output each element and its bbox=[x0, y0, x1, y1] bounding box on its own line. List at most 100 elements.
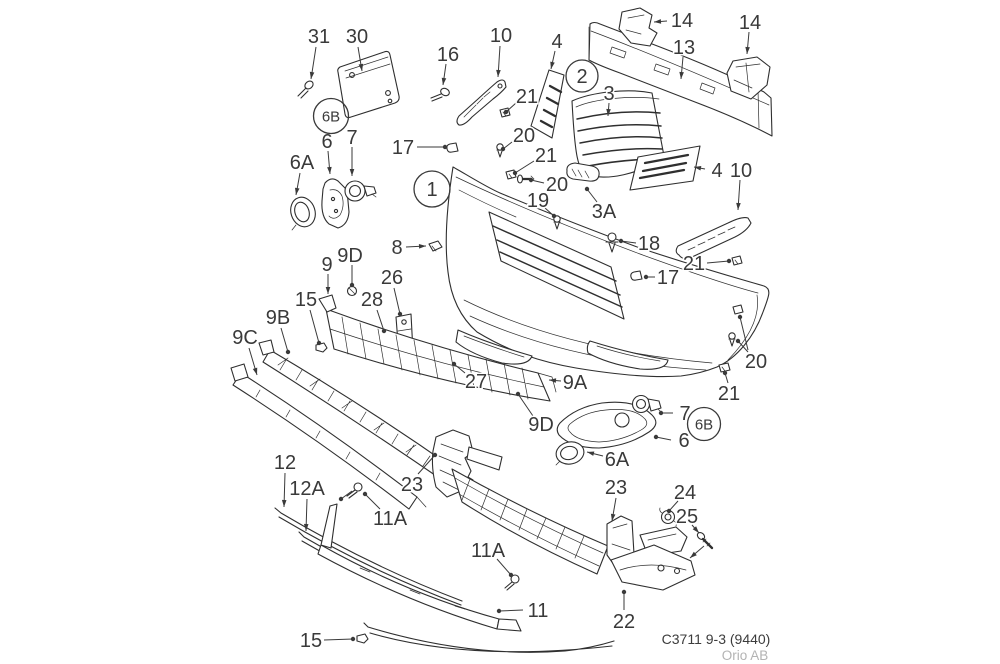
callout-3A[interactable]: 3A bbox=[590, 200, 618, 225]
part-clip-15-upper bbox=[315, 342, 328, 353]
callout-6Ab[interactable]: 6A bbox=[603, 448, 631, 473]
callout-7b[interactable]: 7 bbox=[678, 402, 692, 427]
part-clip-21-d bbox=[718, 362, 731, 373]
leader-dot bbox=[508, 572, 514, 578]
callout-13[interactable]: 13 bbox=[671, 36, 696, 61]
leader-line bbox=[498, 609, 524, 612]
callout-31[interactable]: 31 bbox=[306, 25, 331, 50]
callout-6b[interactable]: 6 bbox=[677, 429, 691, 454]
callout-20b[interactable]: 20 bbox=[544, 173, 569, 198]
part-trim-strip-12 bbox=[274, 507, 463, 606]
callout-9C[interactable]: 9C bbox=[231, 326, 260, 351]
callout-11Ab[interactable]: 11A bbox=[469, 539, 507, 564]
callout-7t[interactable]: 7 bbox=[345, 126, 359, 151]
callout-14a[interactable]: 14 bbox=[669, 9, 694, 34]
part-energy-absorber bbox=[318, 294, 557, 402]
leader-dot bbox=[551, 213, 557, 219]
callout-4a[interactable]: 4 bbox=[550, 30, 564, 55]
brand-name: Orio AB bbox=[722, 648, 769, 663]
callout-28[interactable]: 28 bbox=[359, 288, 384, 313]
callout-6B[interactable]: 6B bbox=[693, 415, 714, 435]
callout-6t[interactable]: 6 bbox=[320, 130, 334, 155]
callout-17b[interactable]: 17 bbox=[655, 266, 680, 291]
callout-15a[interactable]: 15 bbox=[293, 288, 318, 313]
part-license-plate-bracket bbox=[337, 50, 400, 119]
leader-dot bbox=[512, 170, 518, 176]
callout-9B[interactable]: 9B bbox=[264, 306, 291, 331]
callout-circle-2[interactable] bbox=[565, 59, 599, 93]
callout-21c[interactable]: 21 bbox=[681, 252, 706, 277]
leader-arrowhead bbox=[550, 61, 555, 69]
part-bumper-cover bbox=[445, 166, 770, 378]
callout-10b[interactable]: 10 bbox=[728, 159, 753, 184]
callout-circle-6B[interactable] bbox=[686, 406, 722, 442]
part-bracket-14-left bbox=[618, 7, 658, 47]
part-air-vent-grille-right bbox=[629, 145, 701, 191]
callout-9[interactable]: 9 bbox=[320, 253, 334, 278]
leader-arrowhead bbox=[690, 551, 697, 558]
leader-arrowhead bbox=[679, 71, 684, 79]
part-mudflap-22 bbox=[610, 544, 696, 591]
part-fog-bezel-6-right bbox=[556, 401, 657, 449]
leader-lines bbox=[248, 19, 750, 642]
callout-24[interactable]: 24 bbox=[672, 481, 697, 506]
callout-16[interactable]: 16 bbox=[435, 43, 460, 68]
callout-circle-1[interactable] bbox=[413, 170, 451, 208]
callout-9Da[interactable]: 9D bbox=[336, 244, 365, 269]
callout-27[interactable]: 27 bbox=[463, 370, 488, 395]
leader-dot bbox=[316, 340, 322, 346]
leader-dot bbox=[618, 238, 624, 244]
callout-21a[interactable]: 21 bbox=[514, 85, 539, 110]
callout-6B[interactable]: 6B bbox=[320, 107, 341, 127]
leader-arrowhead bbox=[606, 108, 611, 116]
callout-23b[interactable]: 23 bbox=[603, 476, 628, 501]
callout-2[interactable]: 2 bbox=[575, 65, 589, 90]
leader-dot bbox=[381, 328, 387, 334]
part-clip-9d-upper bbox=[346, 285, 358, 297]
callout-14b[interactable]: 14 bbox=[737, 11, 762, 36]
callout-circle-6B[interactable] bbox=[312, 97, 350, 135]
leader-line bbox=[517, 393, 534, 417]
callout-3[interactable]: 3 bbox=[602, 82, 616, 107]
callout-6At[interactable]: 6A bbox=[288, 151, 316, 176]
footer: C3711 9-3 (9440) Orio AB bbox=[662, 631, 771, 663]
callout-26[interactable]: 26 bbox=[379, 266, 404, 291]
callout-17a[interactable]: 17 bbox=[390, 136, 415, 161]
part-fog-lamp-7-left bbox=[344, 180, 377, 202]
callout-20a[interactable]: 20 bbox=[511, 124, 536, 149]
part-trim-strip-15 bbox=[363, 622, 615, 653]
callout-19[interactable]: 19 bbox=[525, 189, 550, 214]
part-fog-lamp-7-right bbox=[631, 394, 663, 414]
leader-dot bbox=[362, 491, 368, 497]
leader-dot bbox=[338, 496, 344, 502]
leader-line bbox=[514, 160, 535, 174]
callout-1[interactable]: 1 bbox=[425, 178, 439, 203]
callout-21d[interactable]: 21 bbox=[716, 382, 741, 407]
callout-12[interactable]: 12 bbox=[272, 451, 297, 476]
callout-18[interactable]: 18 bbox=[636, 232, 661, 257]
callout-12A[interactable]: 12A bbox=[288, 477, 327, 502]
leader-arrowhead bbox=[303, 523, 309, 531]
part-clip-20-right bbox=[732, 304, 744, 315]
callout-11Aa[interactable]: 11A bbox=[371, 507, 409, 532]
callout-21b[interactable]: 21 bbox=[533, 144, 558, 169]
callout-10a[interactable]: 10 bbox=[488, 24, 513, 49]
callout-23a[interactable]: 23 bbox=[399, 473, 424, 498]
leader-dot bbox=[496, 608, 502, 614]
callout-9A[interactable]: 9A bbox=[561, 371, 589, 396]
leader-arrowhead bbox=[549, 378, 557, 383]
callout-20c[interactable]: 20 bbox=[743, 350, 768, 375]
callout-9Db[interactable]: 9D bbox=[527, 413, 556, 438]
part-spoiler-strip-9c bbox=[230, 363, 427, 510]
callout-11[interactable]: 11 bbox=[526, 599, 550, 624]
callout-15b[interactable]: 15 bbox=[298, 629, 323, 654]
callout-4b[interactable]: 4 bbox=[710, 159, 724, 184]
callout-8[interactable]: 8 bbox=[390, 236, 404, 261]
callout-22[interactable]: 22 bbox=[611, 610, 636, 635]
callout-25[interactable]: 25 bbox=[674, 505, 699, 530]
callout-30[interactable]: 30 bbox=[344, 25, 369, 50]
leader-arrowhead bbox=[358, 63, 364, 71]
part-fog-ring-6a-left bbox=[290, 196, 316, 231]
leader-arrowhead bbox=[294, 187, 300, 195]
